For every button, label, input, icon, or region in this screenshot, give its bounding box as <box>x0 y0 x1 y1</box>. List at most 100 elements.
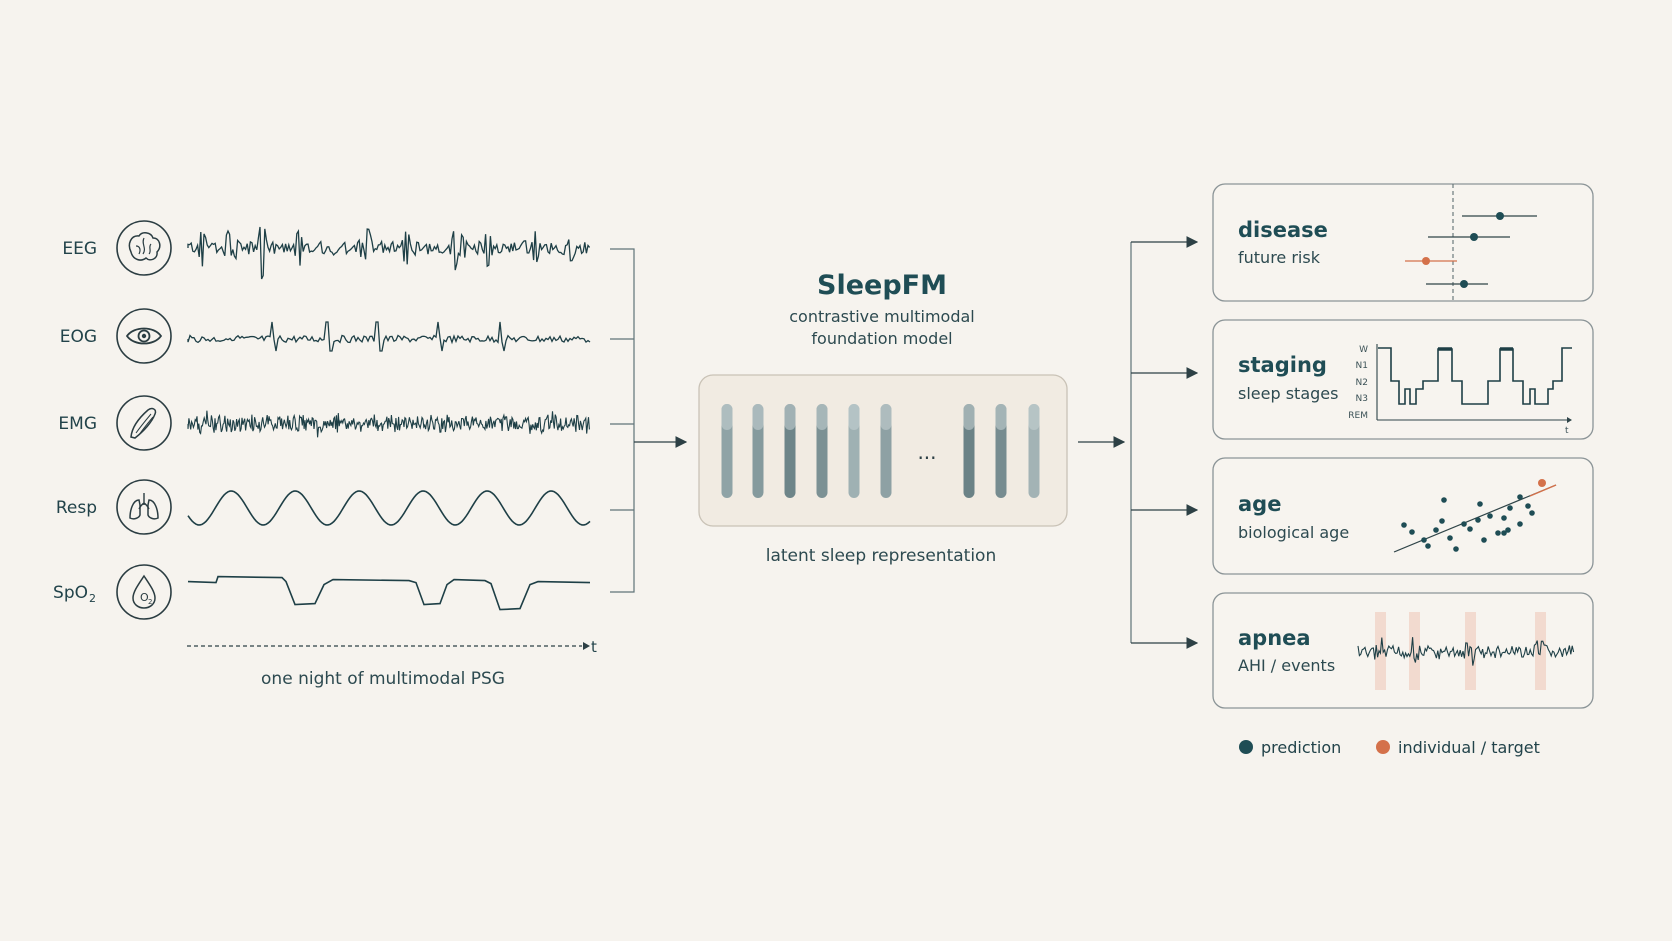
age-scatter-point <box>1507 505 1513 511</box>
age-scatter-point <box>1461 521 1467 527</box>
signal-label-eog: EOG <box>60 327 97 347</box>
latent-representation-box: ... <box>698 374 1068 527</box>
card-apnea-title: apnea <box>1238 626 1311 650</box>
eye-icon <box>116 308 172 364</box>
legend-prediction-label: prediction <box>1261 738 1341 757</box>
age-scatter-point <box>1467 526 1473 532</box>
latent-token-highlight <box>1028 404 1040 430</box>
card-staging: staging sleep stages W N1 N2 N3 REM t <box>1212 319 1594 440</box>
age-scatter-point <box>1501 515 1507 521</box>
model-title: SleepFM <box>817 270 947 301</box>
age-scatter-point <box>1447 535 1453 541</box>
resp-waveform <box>187 490 591 526</box>
eog-waveform <box>187 321 591 352</box>
age-scatter-point <box>1453 546 1459 552</box>
latent-token-group <box>721 404 1040 498</box>
time-axis: t <box>187 638 597 656</box>
forest-plot <box>1405 184 1537 301</box>
signal-label-eeg: EEG <box>62 239 97 259</box>
age-scatter-point <box>1505 527 1511 533</box>
oxygen-drop-icon: O 2 <box>116 564 172 620</box>
legend-target-label: individual / target <box>1398 738 1540 757</box>
card-age-subtitle: biological age <box>1238 523 1349 542</box>
stage-label-n1: N1 <box>1356 361 1368 371</box>
brain-icon <box>116 220 172 276</box>
card-disease: disease future risk <box>1212 183 1594 302</box>
model-subtitle-2: foundation model <box>811 329 952 348</box>
time-axis-label: t <box>591 638 597 656</box>
forest-point <box>1496 212 1504 220</box>
model-subtitle-1: contrastive multimodal <box>789 307 975 326</box>
signal-label-spo2-sub: 2 <box>89 592 96 605</box>
card-disease-subtitle: future risk <box>1238 248 1321 267</box>
age-scatter-point <box>1529 510 1535 516</box>
apnea-waveform <box>1357 637 1575 666</box>
latent-ellipsis: ... <box>917 440 936 464</box>
signal-label-emg: EMG <box>58 414 97 434</box>
age-scatter-point <box>1425 543 1431 549</box>
age-scatter-plot <box>1393 479 1557 553</box>
age-scatter-point <box>1409 529 1415 535</box>
latent-token-highlight <box>752 404 764 430</box>
spo2-waveform <box>187 575 591 611</box>
stage-label-n2: N2 <box>1356 378 1368 388</box>
age-target-point <box>1538 479 1546 487</box>
stage-label-n3: N3 <box>1356 394 1368 404</box>
signal-label-resp: Resp <box>56 498 97 518</box>
age-scatter-point <box>1517 494 1523 500</box>
age-scatter-point <box>1475 517 1481 523</box>
signal-row-emg: EMG <box>58 395 590 451</box>
psg-caption: one night of multimodal PSG <box>261 669 505 689</box>
stage-label-w: W <box>1359 345 1368 355</box>
muscle-icon <box>116 395 172 451</box>
latent-token-highlight <box>848 404 860 430</box>
age-scatter-point <box>1501 530 1507 536</box>
forest-point <box>1470 233 1478 241</box>
signal-row-eog: EOG <box>60 308 591 364</box>
card-age-title: age <box>1238 492 1281 516</box>
latent-token-highlight <box>816 404 828 430</box>
oxygen-glyph-sub: 2 <box>148 598 152 606</box>
latent-token-highlight <box>721 404 733 430</box>
age-scatter-point <box>1481 537 1487 543</box>
forest-point-target <box>1422 257 1430 265</box>
signal-label-spo2: SpO <box>53 583 88 603</box>
legend-prediction-swatch <box>1239 740 1253 754</box>
age-scatter-point <box>1517 521 1523 527</box>
age-scatter-point <box>1439 518 1445 524</box>
hypnogram: W N1 N2 N3 REM t <box>1348 344 1572 436</box>
stage-label-rem: REM <box>1348 411 1368 421</box>
card-age: age biological age <box>1212 457 1594 575</box>
latent-token-highlight <box>963 404 975 430</box>
age-scatter-point <box>1495 530 1501 536</box>
latent-token-highlight <box>880 404 892 430</box>
legend: prediction individual / target <box>1239 738 1540 757</box>
signal-row-resp: Resp <box>56 479 591 535</box>
signal-merge-bracket <box>610 248 688 593</box>
card-disease-title: disease <box>1238 218 1328 242</box>
latent-token-highlight <box>784 404 796 430</box>
age-scatter-point <box>1421 537 1427 543</box>
latent-token-highlight <box>995 404 1007 430</box>
card-apnea-subtitle: AHI / events <box>1238 656 1335 675</box>
age-scatter-point <box>1477 501 1483 507</box>
lungs-icon <box>116 479 172 535</box>
oxygen-glyph: O <box>140 591 149 604</box>
card-staging-title: staging <box>1238 353 1327 377</box>
forest-point <box>1460 280 1468 288</box>
age-scatter-point <box>1433 527 1439 533</box>
emg-waveform <box>187 410 590 438</box>
age-scatter-point <box>1401 522 1407 528</box>
age-scatter-point <box>1487 513 1493 519</box>
hypnogram-axis-label: t <box>1565 426 1569 436</box>
age-scatter-point <box>1525 503 1531 509</box>
signal-row-eeg: EEG <box>62 220 591 280</box>
task-fanout <box>1078 236 1199 649</box>
age-scatter-point <box>1441 497 1447 503</box>
latent-caption: latent sleep representation <box>766 546 996 566</box>
card-staging-subtitle: sleep stages <box>1238 384 1338 403</box>
signal-row-spo2: SpO 2 O 2 <box>53 564 591 620</box>
card-apnea: apnea AHI / events <box>1212 592 1594 709</box>
eeg-waveform <box>187 226 591 280</box>
